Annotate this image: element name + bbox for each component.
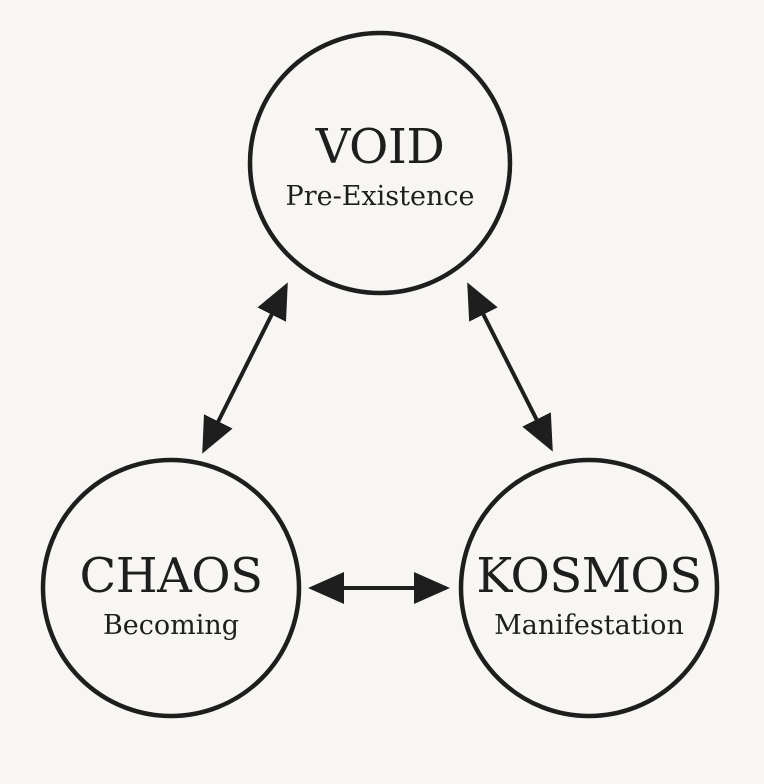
node-kosmos: KOSMOS Manifestation bbox=[458, 457, 720, 719]
node-kosmos-circle bbox=[458, 457, 720, 719]
node-chaos: CHAOS Becoming bbox=[40, 457, 302, 719]
node-chaos-subtitle: Becoming bbox=[103, 610, 239, 641]
edge-void-kosmos bbox=[467, 282, 553, 452]
node-void-circle bbox=[247, 30, 513, 296]
node-void-title: VOID bbox=[315, 119, 445, 175]
node-kosmos-title: KOSMOS bbox=[476, 548, 701, 604]
node-chaos-circle bbox=[40, 457, 302, 719]
node-kosmos-subtitle: Manifestation bbox=[494, 610, 684, 641]
edge-void-chaos bbox=[202, 282, 288, 454]
node-chaos-title: CHAOS bbox=[80, 548, 263, 604]
node-void: VOID Pre-Existence bbox=[247, 30, 513, 296]
node-void-subtitle: Pre-Existence bbox=[286, 181, 475, 212]
